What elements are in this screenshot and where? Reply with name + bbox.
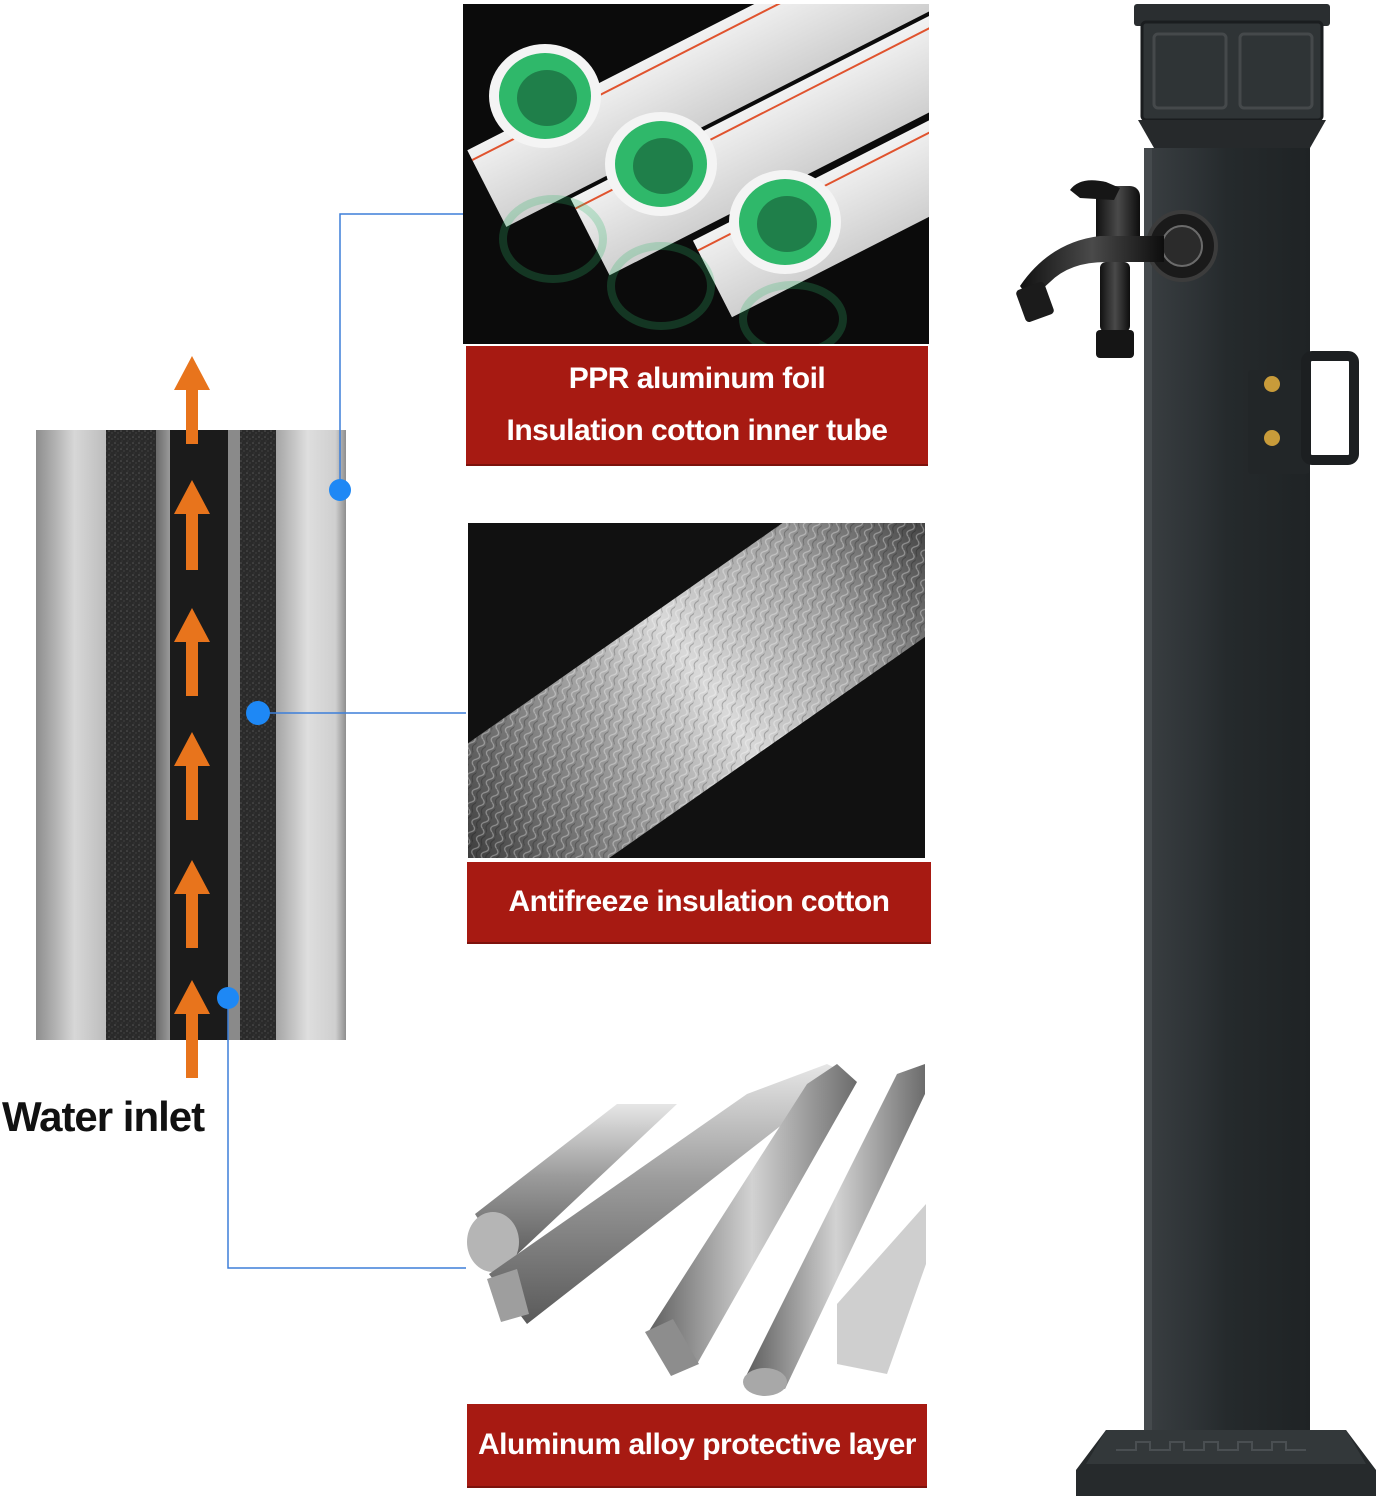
up-arrow-icon [174, 980, 210, 1078]
water-inlet-label: Water inlet [2, 1093, 205, 1140]
up-arrow-icon [174, 480, 210, 570]
insulation-foil-photo [468, 523, 925, 858]
up-arrow-icon [174, 356, 210, 444]
ppr-tube-photo [463, 4, 929, 344]
pipe-cross-section [36, 430, 346, 1040]
alloy-layer-banner: Aluminum alloy protective layer [467, 1404, 927, 1486]
ppr-layer-banner: PPR aluminum foil Insulation cotton inne… [466, 346, 928, 464]
antifreeze-layer-banner: Antifreeze insulation cotton [467, 862, 931, 942]
ppr-layer-line-1: PPR aluminum foil [568, 361, 826, 395]
antifreeze-layer-line-1: Antifreeze insulation cotton [508, 884, 890, 918]
flow-arrows [174, 356, 210, 1078]
garden-tap-pillar [1010, 0, 1381, 1500]
alloy-layer-line-1: Aluminum alloy protective layer [478, 1427, 916, 1461]
up-arrow-icon [174, 860, 210, 948]
pillar-base [1076, 1430, 1376, 1496]
aluminum-rods-photo [467, 1064, 926, 1402]
up-arrow-icon [174, 608, 210, 696]
up-arrow-icon [174, 732, 210, 820]
ppr-layer-line-2: Insulation cotton inner tube [506, 414, 888, 447]
